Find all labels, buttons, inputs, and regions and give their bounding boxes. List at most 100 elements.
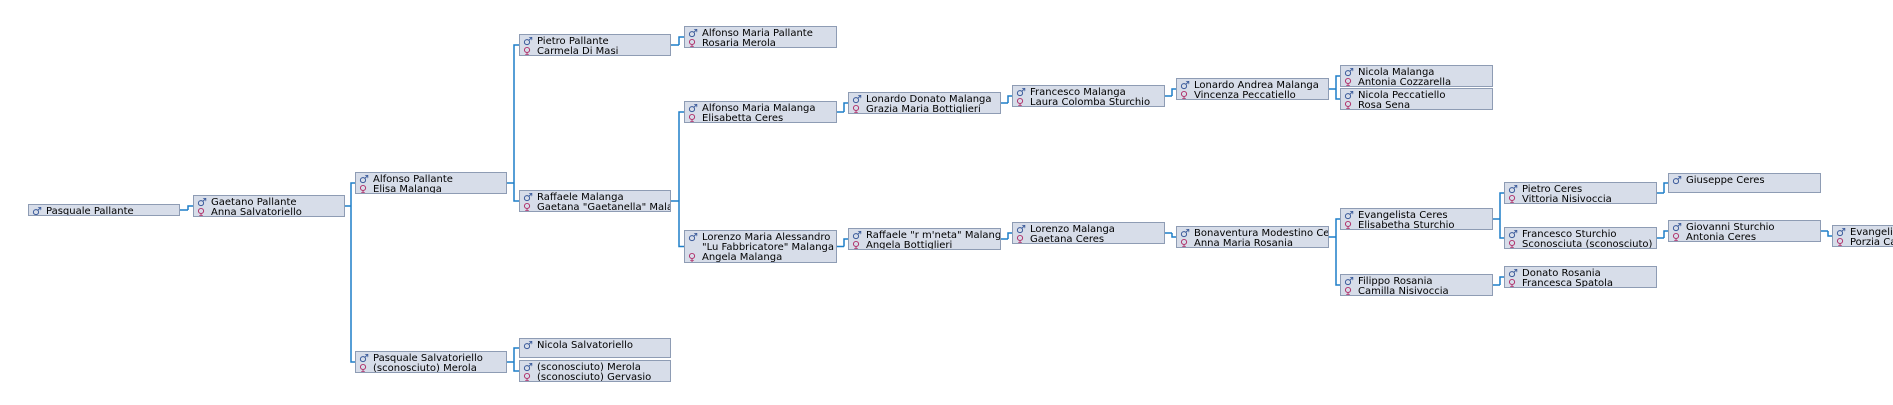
person-box-p1[interactable]: ♂Pasquale Pallante xyxy=(28,204,180,216)
male-symbol-icon: ♂ xyxy=(1016,223,1026,236)
female-symbol-icon: ♀ xyxy=(1016,233,1025,244)
person-name[interactable]: (sconosciuto) Gervasio xyxy=(537,372,652,382)
person-name[interactable]: Giovanni Sturchio xyxy=(1686,222,1775,233)
person-name[interactable]: Rosa Sena xyxy=(1358,100,1411,110)
person-name[interactable]: Lorenzo Maria Alessandro "Lu Fabbricator… xyxy=(702,232,835,253)
person-box-p11[interactable]: ♂Lorenzo Maria Alessandro "Lu Fabbricato… xyxy=(684,230,837,263)
wife-row: ♀Vincenza Peccatiello xyxy=(1180,90,1328,100)
person-name[interactable]: Alfonso Pallante xyxy=(373,174,453,185)
person-name[interactable]: Francesco Sturchio xyxy=(1522,229,1617,240)
husband-row: ♂Evangelista Ceres xyxy=(1344,210,1492,221)
person-box-p21[interactable]: ♂Filippo Rosania♀Camilla Nisivoccia xyxy=(1340,274,1493,296)
person-box-p16[interactable]: ♂ Lonardo Andrea Malanga♀Vincenza Peccati… xyxy=(1176,78,1329,100)
connector-p20 xyxy=(1493,192,1504,239)
person-name[interactable]: Rosaria Merola xyxy=(702,38,776,48)
person-box-p8[interactable]: ♂(sconosciuto) Merola♀(sconosciuto) Gerv… xyxy=(519,360,671,382)
male-symbol-icon: ♂ xyxy=(1180,79,1190,92)
wife-row: ♀Rosaria Merola xyxy=(688,38,836,48)
person-name[interactable]: Raffaele Malanga xyxy=(537,192,624,203)
person-name[interactable]: Pasquale Salvatoriello xyxy=(373,353,483,364)
female-symbol-icon: ♀ xyxy=(523,201,532,212)
male-symbol-icon: ♂ xyxy=(1508,228,1518,241)
person-name[interactable]: Grazia Maria Bottiglieri xyxy=(866,104,981,114)
person-box-p17[interactable]: ♂Bonaventura Modestino Ceres♀Anna Maria … xyxy=(1176,226,1329,248)
person-box-p24[interactable]: ♂Donato Rosania♀Francesca Spatola xyxy=(1504,266,1657,288)
person-name[interactable]: Porzia Ca xyxy=(1850,237,1893,247)
person-box-p4[interactable]: ♂Pasquale Salvatoriello♀(sconosciuto) Me… xyxy=(355,351,507,373)
person-name[interactable]: Anna Salvatoriello xyxy=(211,207,302,217)
male-symbol-icon: ♂ xyxy=(688,102,698,115)
person-name[interactable]: (sconosciuto) Merola xyxy=(537,362,641,373)
wife-row: ♀ Elisabetta Ceres xyxy=(688,112,836,123)
husband-row: ♂Alfonso Maria Pallante xyxy=(688,28,836,39)
male-symbol-icon: ♂ xyxy=(523,339,533,352)
person-box-p5[interactable]: ♂Pietro Pallante♀Carmela Di Masi xyxy=(519,34,671,56)
person-name[interactable]: Nicola Malanga xyxy=(1358,67,1435,78)
person-name[interactable]: Alfonso Maria Malanga xyxy=(702,103,816,114)
person-name[interactable]: Filippo Rosania xyxy=(1358,276,1433,287)
person-box-p22[interactable]: ♂Pietro Ceres♀Vittoria Nisivoccia xyxy=(1504,182,1657,204)
person-box-p9[interactable]: ♂Alfonso Maria Pallante♀Rosaria Merola xyxy=(684,26,837,48)
person-box-p23[interactable]: ♂Francesco Sturchio♀Sconosciuta (sconosc… xyxy=(1504,227,1657,249)
person-name[interactable]: Gaetana Ceres xyxy=(1030,234,1105,244)
person-name[interactable]: Sconosciuta (sconosciuto) xyxy=(1522,239,1653,249)
person-box-p27[interactable]: ♂Evangelis♀Porzia Ca xyxy=(1832,225,1893,247)
person-box-p19[interactable]: ♂Nicola Peccatiello♀Rosa Sena xyxy=(1340,88,1493,110)
person-box-p6[interactable]: ♂Raffaele Malanga♀Gaetana "Gaetanella" M… xyxy=(519,190,671,212)
person-name[interactable]: Elisa Malanga xyxy=(373,184,442,194)
person-name[interactable]: Laura Colomba Sturchio xyxy=(1030,97,1151,107)
person-name[interactable]: Carmela Di Masi xyxy=(537,46,619,56)
person-name[interactable]: Lonardo Andrea Malanga xyxy=(1194,80,1319,91)
person-name[interactable]: Vittoria Nisivoccia xyxy=(1522,194,1612,204)
person-name[interactable]: Lonardo Donato Malanga xyxy=(866,94,992,105)
person-name[interactable]: Elisabetha Sturchio xyxy=(1358,220,1455,230)
person-box-p13[interactable]: ♂Raffaele "r m'neta" Malanga♀Angela Bott… xyxy=(848,228,1001,250)
male-symbol-icon: ♂ xyxy=(1836,226,1846,239)
person-box-p18[interactable]: ♂Nicola Malanga♀Antonia Cozzarella xyxy=(1340,65,1493,87)
person-box-p12[interactable]: ♂Lonardo Donato Malanga♀Grazia Maria Bot… xyxy=(848,92,1001,114)
person-name[interactable]: Antonia Cozzarella xyxy=(1358,77,1452,87)
husband-row: ♂Lonardo Donato Malanga xyxy=(852,94,1000,105)
person-box-p20[interactable]: ♂Evangelista Ceres♀Elisabetha Sturchio xyxy=(1340,208,1493,230)
person-name[interactable]: Nicola Salvatoriello xyxy=(537,340,634,351)
male-symbol-icon: ♂ xyxy=(523,361,533,374)
person-name[interactable]: Evangelista Ceres xyxy=(1358,210,1448,221)
person-name[interactable]: Alfonso Maria Pallante xyxy=(702,28,813,39)
person-name[interactable]: Donato Rosania xyxy=(1522,268,1601,279)
person-name[interactable]: Pietro Pallante xyxy=(537,36,609,47)
male-symbol-icon: ♂ xyxy=(1508,183,1518,196)
person-box-p7[interactable]: ♂ Nicola Salvatoriello xyxy=(519,338,671,358)
person-box-p10[interactable]: ♂ Alfonso Maria Malanga ♀ Elisabetta Ceres xyxy=(684,101,837,123)
female-symbol-icon: ♀ xyxy=(688,112,697,123)
person-name[interactable]: Elisabetta Ceres xyxy=(702,113,784,123)
person-name[interactable]: (sconosciuto) Merola xyxy=(373,363,477,373)
person-name[interactable]: Raffaele "r m'neta" Malanga xyxy=(866,230,1001,241)
person-box-p2[interactable]: ♂Gaetano Pallante♀Anna Salvatoriello xyxy=(193,195,345,217)
husband-row: ♂Pasquale Pallante xyxy=(32,206,179,216)
person-name[interactable]: Camilla Nisivoccia xyxy=(1358,286,1449,296)
person-name[interactable]: Gaetana "Gaetanella" Malanga xyxy=(537,202,670,212)
person-box-p14[interactable]: ♂Francesco Malanga♀Laura Colomba Sturchi… xyxy=(1012,85,1165,107)
female-symbol-icon: ♀ xyxy=(688,251,697,263)
person-name[interactable]: Antonia Ceres xyxy=(1686,232,1757,242)
person-name[interactable]: Angela Bottiglieri xyxy=(866,240,953,250)
person-name[interactable]: Pasquale Pallante xyxy=(46,206,134,216)
person-name[interactable]: Francesco Malanga xyxy=(1030,87,1126,98)
person-name[interactable]: Anna Maria Rosania xyxy=(1194,238,1293,248)
person-box-p25[interactable]: ♂Giuseppe Ceres xyxy=(1668,173,1821,193)
person-name[interactable]: Evangelis xyxy=(1850,227,1893,238)
person-name[interactable]: Giuseppe Ceres xyxy=(1686,175,1765,186)
person-box-p3[interactable]: ♂Alfonso Pallante♀Elisa Malanga xyxy=(355,172,507,194)
person-name[interactable]: Pietro Ceres xyxy=(1522,184,1583,195)
person-name[interactable]: Lorenzo Malanga xyxy=(1030,224,1115,235)
person-box-p26[interactable]: ♂Giovanni Sturchio♀Antonia Ceres xyxy=(1668,220,1821,242)
person-name[interactable]: Gaetano Pallante xyxy=(211,197,297,208)
female-symbol-icon: ♀ xyxy=(1016,96,1025,107)
person-name[interactable]: Bonaventura Modestino Ceres xyxy=(1194,228,1329,239)
person-name[interactable]: Nicola Peccatiello xyxy=(1358,90,1446,101)
person-name[interactable]: Francesca Spatola xyxy=(1522,278,1614,288)
person-name[interactable]: Vincenza Peccatiello xyxy=(1194,90,1296,100)
person-box-p15[interactable]: ♂ Lorenzo Malanga ♀ Gaetana Ceres xyxy=(1012,222,1165,244)
husband-row: ♂ Nicola Salvatoriello xyxy=(523,339,670,352)
person-name[interactable]: Angela Malanga xyxy=(702,252,783,263)
